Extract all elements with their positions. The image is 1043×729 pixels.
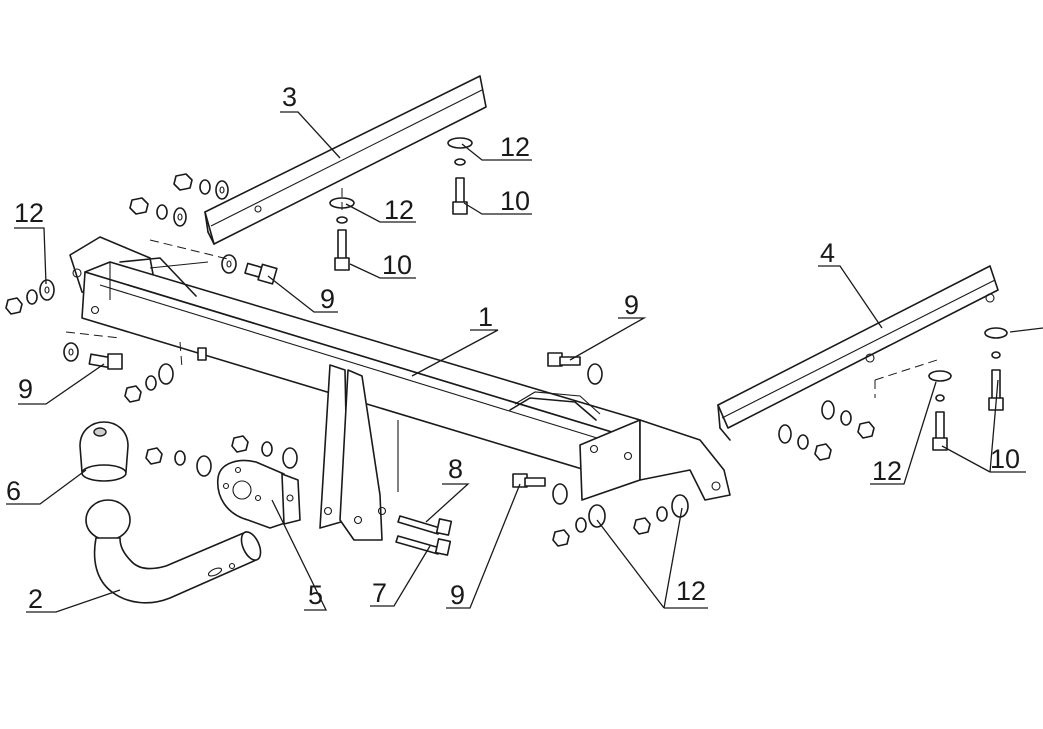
callout-10: 10 (500, 186, 530, 216)
leader-lines (6, 111, 1043, 613)
tow-ball-part-2 (85, 499, 262, 604)
crossbar-part-1 (69, 236, 731, 541)
callout-12: 12 (384, 195, 414, 225)
ball-cover-part-6 (79, 421, 129, 482)
callout-9: 9 (624, 290, 639, 320)
callout-4: 4 (820, 238, 835, 268)
callout-12: 12 (872, 456, 902, 486)
callout-9: 9 (18, 374, 33, 404)
callout-2: 2 (28, 584, 43, 614)
callout-3: 3 (282, 82, 297, 112)
bracket-part-4 (717, 265, 999, 441)
callout-1: 1 (478, 302, 493, 332)
callout-10: 10 (382, 250, 412, 280)
socket-plate-part-5 (217, 459, 301, 529)
callout-12: 12 (500, 132, 530, 162)
fasteners (5, 137, 1008, 547)
callout-12: 12 (14, 198, 44, 228)
assembly-lines (65, 188, 938, 398)
callout-10: 10 (990, 444, 1020, 474)
callout-7: 7 (372, 578, 387, 608)
bracket-part-3 (204, 75, 487, 245)
callout-9: 9 (450, 580, 465, 610)
callout-5: 5 (308, 580, 323, 610)
callouts: 3 12 12 10 10 12 9 1 9 6 2 5 7 8 9 9 12 … (6, 82, 1020, 614)
callout-8: 8 (448, 454, 463, 484)
callout-9: 9 (320, 284, 335, 314)
bolt-part-7 (395, 535, 452, 556)
callout-12: 12 (676, 576, 706, 606)
bolt-part-8 (397, 515, 453, 536)
callout-6: 6 (6, 476, 21, 506)
